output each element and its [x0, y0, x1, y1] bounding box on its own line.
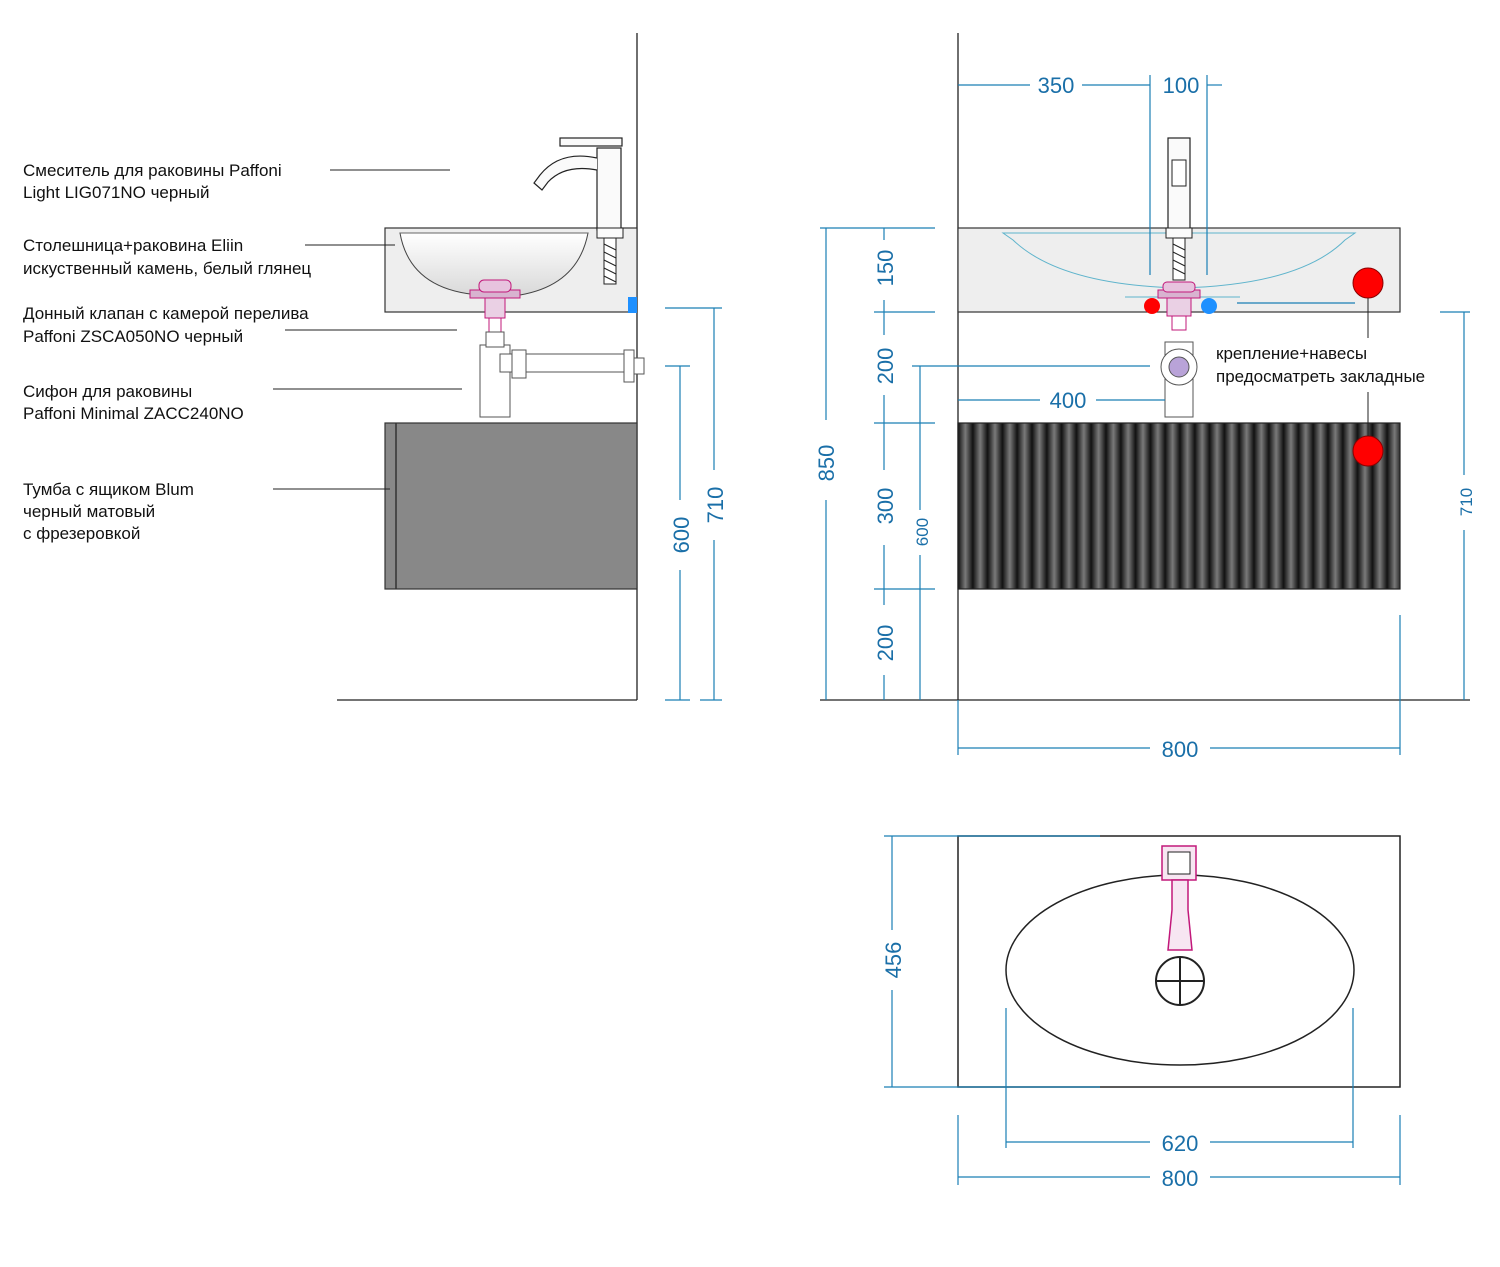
mounting-marker-bottom [1352, 435, 1384, 467]
front-dim-100: 100 [1163, 73, 1222, 275]
front-siphon [1160, 341, 1198, 418]
front-dim-710-right: 710 [1440, 311, 1476, 700]
svg-text:710: 710 [1457, 488, 1476, 516]
svg-text:620: 620 [1162, 1131, 1199, 1156]
drain-valve-label: Донный клапан с камерой перелива Paffoni… [23, 304, 313, 346]
front-dim-600: 600 [912, 365, 1150, 700]
svg-text:456: 456 [881, 942, 906, 979]
side-faucet [533, 137, 624, 285]
svg-text:200: 200 [873, 625, 898, 662]
mounting-marker-top [1352, 267, 1384, 299]
cold-water-marker [1201, 298, 1217, 314]
front-dim-850: 850 [814, 227, 935, 700]
top-view: 456 620 800 [881, 835, 1401, 1191]
cabinet-label: Тумба с ящиком Blum черный матовый с фре… [23, 480, 199, 543]
side-connection-marker [628, 297, 637, 313]
hot-water-marker [1144, 298, 1160, 314]
front-dim-400: 400 [958, 388, 1165, 413]
front-cabinet [957, 422, 1401, 590]
top-dim-456: 456 [881, 835, 1100, 1088]
top-faucet [1161, 845, 1197, 951]
svg-text:800: 800 [1162, 737, 1199, 762]
top-dim-800: 800 [957, 1115, 1401, 1191]
svg-text:350: 350 [1038, 73, 1075, 98]
svg-text:100: 100 [1163, 73, 1200, 98]
front-faucet [1165, 137, 1193, 281]
side-dim-600: 600 [665, 365, 694, 701]
faucet-label: Смеситель для раковины Paffoni Light LIG… [23, 161, 286, 202]
side-siphon [479, 331, 645, 418]
svg-text:600: 600 [669, 517, 694, 554]
countertop-label: Столешница+раковина Eliin искуственный к… [23, 236, 311, 278]
svg-text:150: 150 [873, 250, 898, 287]
svg-text:400: 400 [1050, 388, 1087, 413]
svg-text:200: 200 [873, 348, 898, 385]
svg-text:710: 710 [703, 487, 728, 524]
front-view: крепление+навесы предосматреть закладные… [814, 33, 1476, 762]
side-cabinet [384, 422, 638, 590]
front-dim-350: 350 [958, 73, 1151, 275]
siphon-label: Сифон для раковины Paffoni Minimal ZACC2… [23, 382, 244, 423]
svg-text:800: 800 [1162, 1166, 1199, 1191]
mounting-label: крепление+навесы предосматреть закладные [1216, 344, 1425, 386]
svg-text:850: 850 [814, 445, 839, 482]
svg-text:300: 300 [873, 488, 898, 525]
svg-text:600: 600 [913, 518, 932, 546]
front-drain-valve [1157, 281, 1201, 331]
top-drain [1155, 956, 1205, 1006]
top-dim-620: 620 [1005, 1008, 1354, 1156]
front-dim-800: 800 [958, 737, 1400, 762]
side-view: Смеситель для раковины Paffoni Light LIG… [23, 33, 728, 701]
front-dim-chain: 150 200 300 200 [873, 228, 935, 700]
side-dim-710: 710 [665, 307, 728, 701]
side-drain-valve [469, 279, 521, 333]
